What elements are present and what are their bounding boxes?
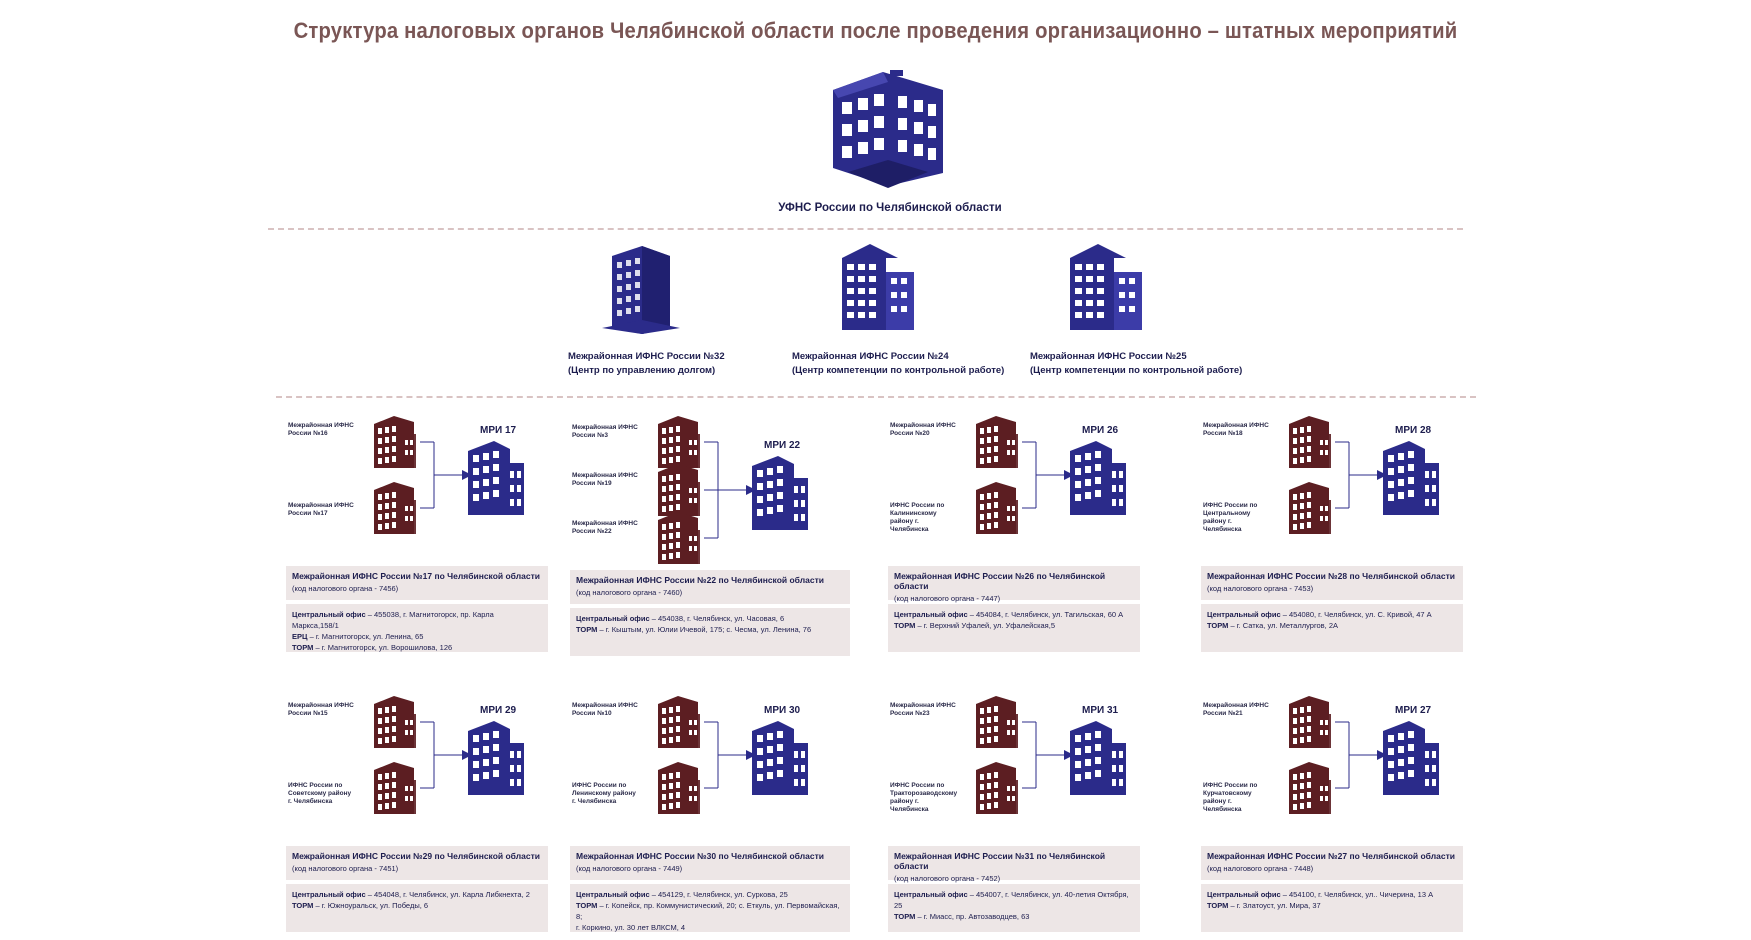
info-box-addresses: Центральный офис – 454100, г. Челябинск,… <box>1201 884 1463 932</box>
unit-name: Межрайонная ИФНС России №27 по Челябинск… <box>1207 851 1457 861</box>
mri-building-icon <box>1381 721 1441 800</box>
address-line: ТОРМ – г. Златоуст, ул. Мира, 37 <box>1207 900 1457 911</box>
address-line: Центральный офис – 454100, г. Челябинск,… <box>1207 889 1457 900</box>
mri-label: МРИ 27 <box>1395 705 1431 716</box>
info-box-header: Межрайонная ИФНС России №27 по Челябинск… <box>1201 846 1463 880</box>
unit-code: (код налогового органа - 7448) <box>1207 864 1457 873</box>
